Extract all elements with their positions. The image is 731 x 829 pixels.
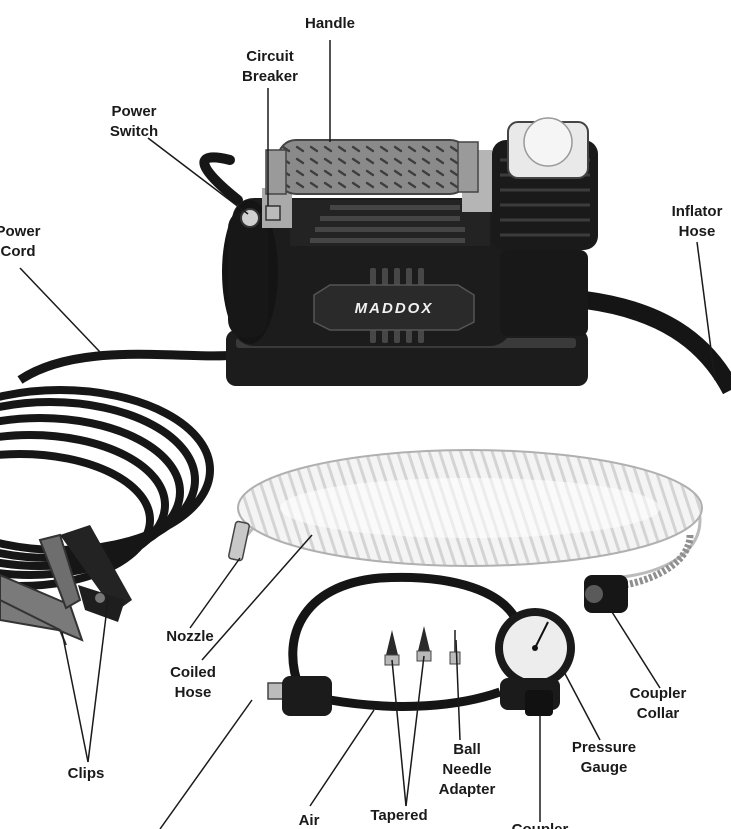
label-coiled-hose: Coiled Hose: [170, 664, 216, 701]
label-pressure-gauge: Pressure Gauge: [571, 739, 637, 776]
label-handle: Handle: [304, 15, 356, 32]
air-coupler: [267, 676, 332, 716]
power-cord: [17, 152, 243, 384]
label-nozzle: Nozzle: [166, 628, 214, 645]
label-circuit-breaker: Circuit Breaker: [242, 48, 298, 85]
coiled-hose: [237, 449, 703, 589]
brand-logo: MADDOX: [355, 300, 434, 317]
label-ball-needle-adapter: Ball Needle Adapter: [438, 741, 496, 798]
label-air: Air: [298, 812, 320, 829]
pressure-gauge-part: [495, 608, 575, 716]
label-tapered-adapters: Tapered Adapters: [366, 807, 431, 829]
nozzle-part: [228, 520, 250, 562]
label-power-cord: Power Cord: [0, 223, 41, 260]
clip-right: [60, 525, 132, 622]
compressor-unit: [222, 117, 598, 386]
air-hose: [288, 572, 525, 711]
leader-lines: [19, 40, 716, 829]
coupler-collar-part: [584, 575, 628, 613]
label-power-switch: Power Switch: [109, 103, 159, 140]
label-clips: Clips: [67, 765, 105, 782]
ball-needle-adapter-part: [449, 630, 461, 665]
label-inflator-hose: Inflator Hose: [671, 203, 723, 240]
label-coupler: Coupler: [512, 820, 569, 829]
clip-left: [0, 533, 84, 646]
label-coupler-collar: Coupler Collar: [629, 685, 687, 722]
inflator-hose: [583, 291, 731, 395]
